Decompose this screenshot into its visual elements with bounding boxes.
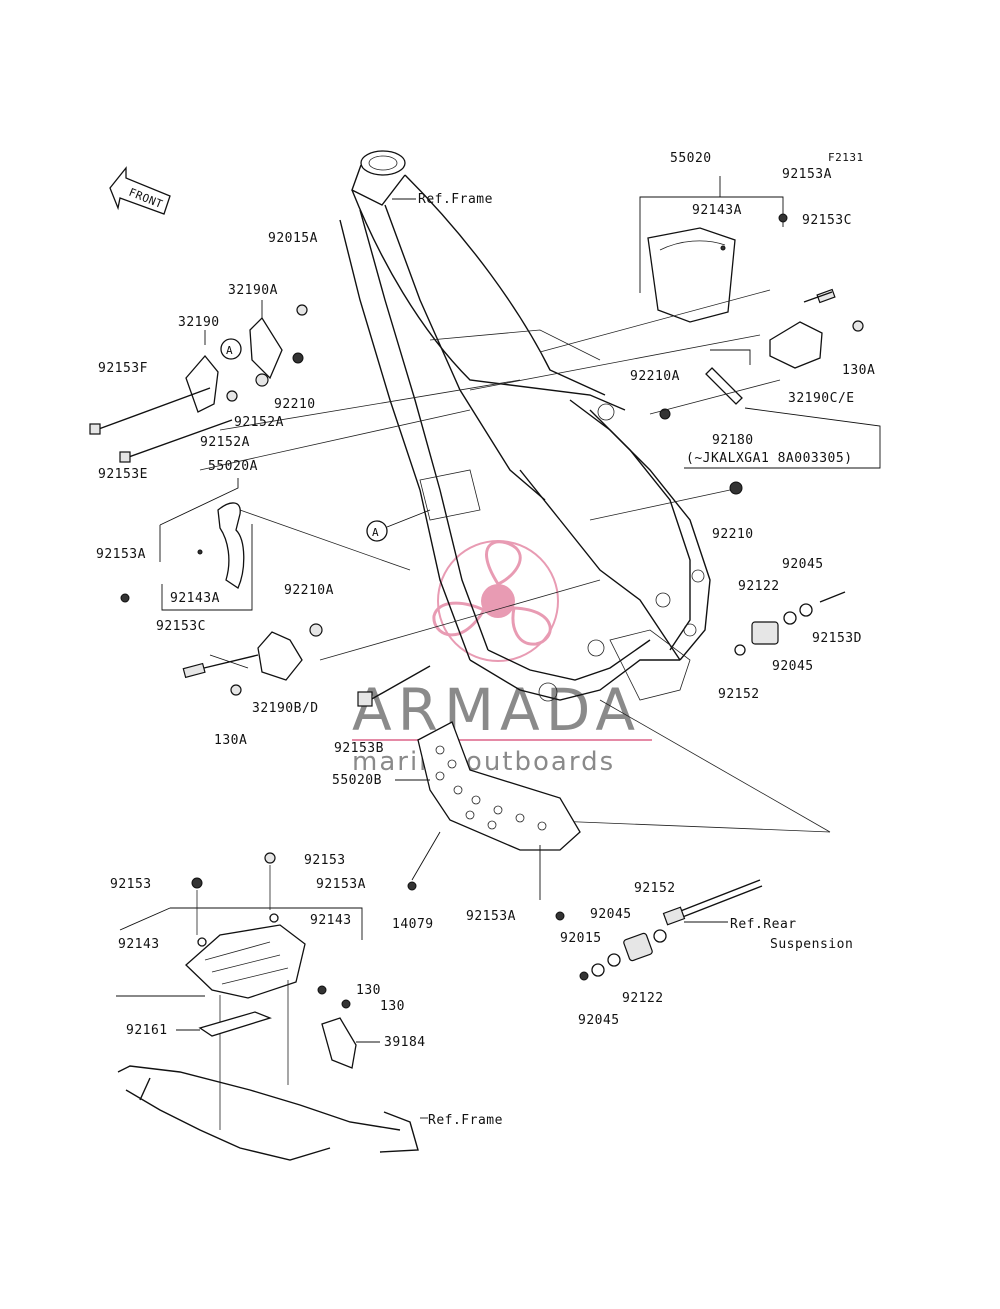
part-32190BD-bracket	[182, 623, 323, 696]
label-92153B: 92153B	[334, 741, 384, 756]
svg-text:A: A	[372, 526, 379, 539]
label-55020B: 55020B	[332, 773, 382, 788]
label-130-upper: 130	[356, 983, 381, 998]
watermark-brand: ARMADA	[352, 676, 641, 744]
label-92210A-left: 92210A	[284, 583, 334, 598]
part-92210-nut-right	[729, 481, 743, 495]
part-55020B-skid-plate	[395, 721, 581, 921]
callout-ref-rear-suspension-1: Ref.Rear	[730, 917, 797, 932]
figure-code: F2131	[828, 151, 864, 164]
callout-ref-rear-suspension-2: Suspension	[770, 937, 853, 952]
label-130A-left: 130A	[214, 733, 247, 748]
label-92045-lower: 92045	[578, 1013, 620, 1028]
label-92152A-upper: 92152A	[234, 415, 284, 430]
part-32190CE-bracket	[720, 213, 864, 369]
label-32190CE: 32190C/E	[788, 391, 855, 406]
label-130-lower: 130	[380, 999, 405, 1014]
label-92153-center: 92153	[304, 853, 346, 868]
label-92045-right-top: 92045	[782, 557, 824, 572]
label-92143-left: 92143	[118, 937, 160, 952]
label-14079: 14079	[392, 917, 434, 932]
label-92045-lower-top: 92045	[590, 907, 632, 922]
front-arrow-icon: FRONT	[109, 166, 171, 215]
label-92143A-left: 92143A	[170, 591, 220, 606]
label-32190: 32190	[178, 315, 220, 330]
part-92122-collar-right	[734, 591, 846, 656]
projection-lines	[199, 289, 831, 833]
label-130A-right: 130A	[842, 363, 875, 378]
label-92210A-right: 92210A	[630, 369, 680, 384]
label-92152A-lower: 92152A	[200, 435, 250, 450]
label-92122-right: 92122	[738, 579, 780, 594]
label-92122-lower: 92122	[622, 991, 664, 1006]
label-92153C-right: 92153C	[802, 213, 852, 228]
label-92153F: 92153F	[98, 361, 148, 376]
part-rear-suspension-shaft	[662, 879, 763, 926]
callout-ref-frame-top: Ref.Frame	[418, 192, 493, 207]
label-92143A-top: 92143A	[692, 203, 742, 218]
part-14079-cover	[116, 852, 363, 1130]
label-92045-right-bottom: 92045	[772, 659, 814, 674]
label-92015A: 92015A	[268, 231, 318, 246]
label-92015: 92015	[560, 931, 602, 946]
label-55020: 55020	[670, 151, 712, 166]
label-92153-left: 92153	[110, 877, 152, 892]
svg-text:A: A	[226, 344, 233, 357]
label-92210-right: 92210	[712, 527, 754, 542]
label-92153A-top: 92153A	[782, 167, 832, 182]
part-92161-pad	[176, 1011, 272, 1037]
serial-note: (~JKALXGA1 8A003305)	[686, 451, 853, 466]
label-32190A: 32190A	[228, 283, 278, 298]
part-39184-bracket	[317, 985, 380, 1069]
watermark-tagline: marine outboards	[352, 747, 615, 777]
part-32190-bracket	[185, 300, 308, 413]
label-39184: 39184	[384, 1035, 426, 1050]
part-92153E-bolt	[119, 419, 233, 463]
marker-a-mid: A	[366, 509, 431, 542]
label-32190BD: 32190B/D	[252, 701, 319, 716]
label-92153A-lower: 92153A	[466, 909, 516, 924]
label-92153C-left: 92153C	[156, 619, 206, 634]
label-92153E: 92153E	[98, 467, 148, 482]
label-92210-left: 92210	[274, 397, 316, 412]
watermark-logo	[432, 540, 559, 662]
part-92210A-nut-right	[659, 408, 671, 420]
main-frame	[339, 150, 711, 702]
label-92152-right: 92152	[718, 687, 760, 702]
part-55020A-guard	[120, 478, 253, 611]
label-92161: 92161	[126, 1023, 168, 1038]
label-55020A: 55020A	[208, 459, 258, 474]
part-92122-collar-bottom	[579, 929, 667, 981]
label-92180: 92180	[712, 433, 754, 448]
label-92153A-left: 92153A	[96, 547, 146, 562]
marker-a-top: A	[220, 338, 242, 360]
label-92153D: 92153D	[812, 631, 862, 646]
lower-frame-rails	[117, 1065, 428, 1161]
callout-ref-frame-bottom: Ref.Frame	[428, 1113, 503, 1128]
label-92143-right: 92143	[310, 913, 352, 928]
part-92153B-bolt	[357, 665, 431, 707]
part-92180-plate	[684, 349, 881, 469]
part-55020-guard	[639, 176, 784, 323]
part-92153F-bolt	[89, 387, 211, 435]
label-92153A-center: 92153A	[316, 877, 366, 892]
label-92152-lower: 92152	[634, 881, 676, 896]
